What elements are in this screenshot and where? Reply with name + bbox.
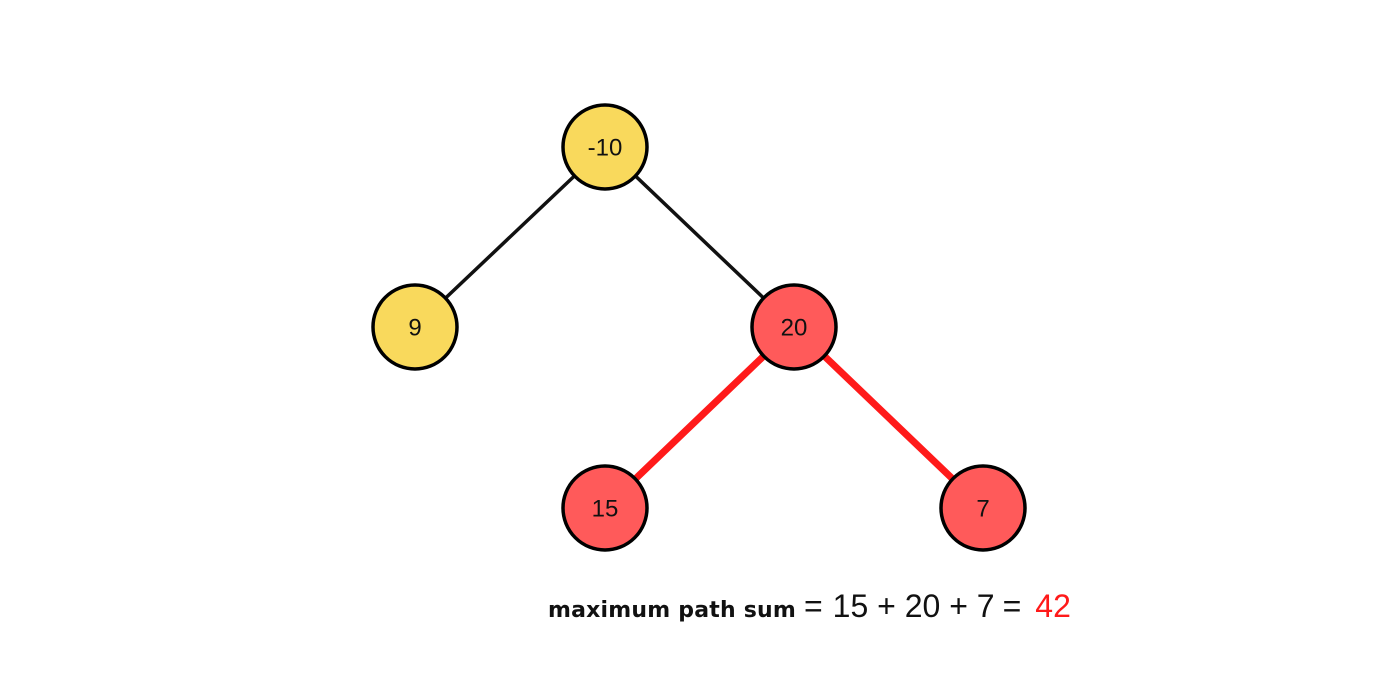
node-circle — [371, 283, 459, 371]
caption-equals: = — [803, 588, 823, 624]
node-value: 15 — [592, 496, 619, 523]
node-circle — [939, 464, 1027, 552]
edges-layer — [413, 145, 987, 512]
caption-result-equals: = — [1002, 588, 1022, 624]
caption-label: maximum path sum — [548, 598, 796, 623]
node-circle — [561, 103, 649, 191]
path-sum-caption: maximum path sum = 15 + 20 + 7 = 42 — [548, 588, 1071, 636]
node-value: 7 — [976, 496, 989, 523]
tree-node-n-left: 9 — [371, 283, 459, 371]
caption-result: 42 — [1035, 588, 1071, 624]
tree-node-n-right-left: 15 — [561, 464, 649, 552]
node-circle — [561, 464, 649, 552]
tree-node-n-right: 20 — [750, 283, 838, 371]
node-value: 9 — [408, 315, 421, 342]
node-value: -10 — [588, 135, 623, 162]
node-value: 20 — [781, 315, 808, 342]
nodes-layer: -10 9 20 15 7 — [371, 103, 1027, 552]
node-circle — [750, 283, 838, 371]
tree-node-n-root: -10 — [561, 103, 649, 191]
tree-node-n-right-right: 7 — [939, 464, 1027, 552]
caption-expression: 15 + 20 + 7 — [832, 588, 995, 624]
